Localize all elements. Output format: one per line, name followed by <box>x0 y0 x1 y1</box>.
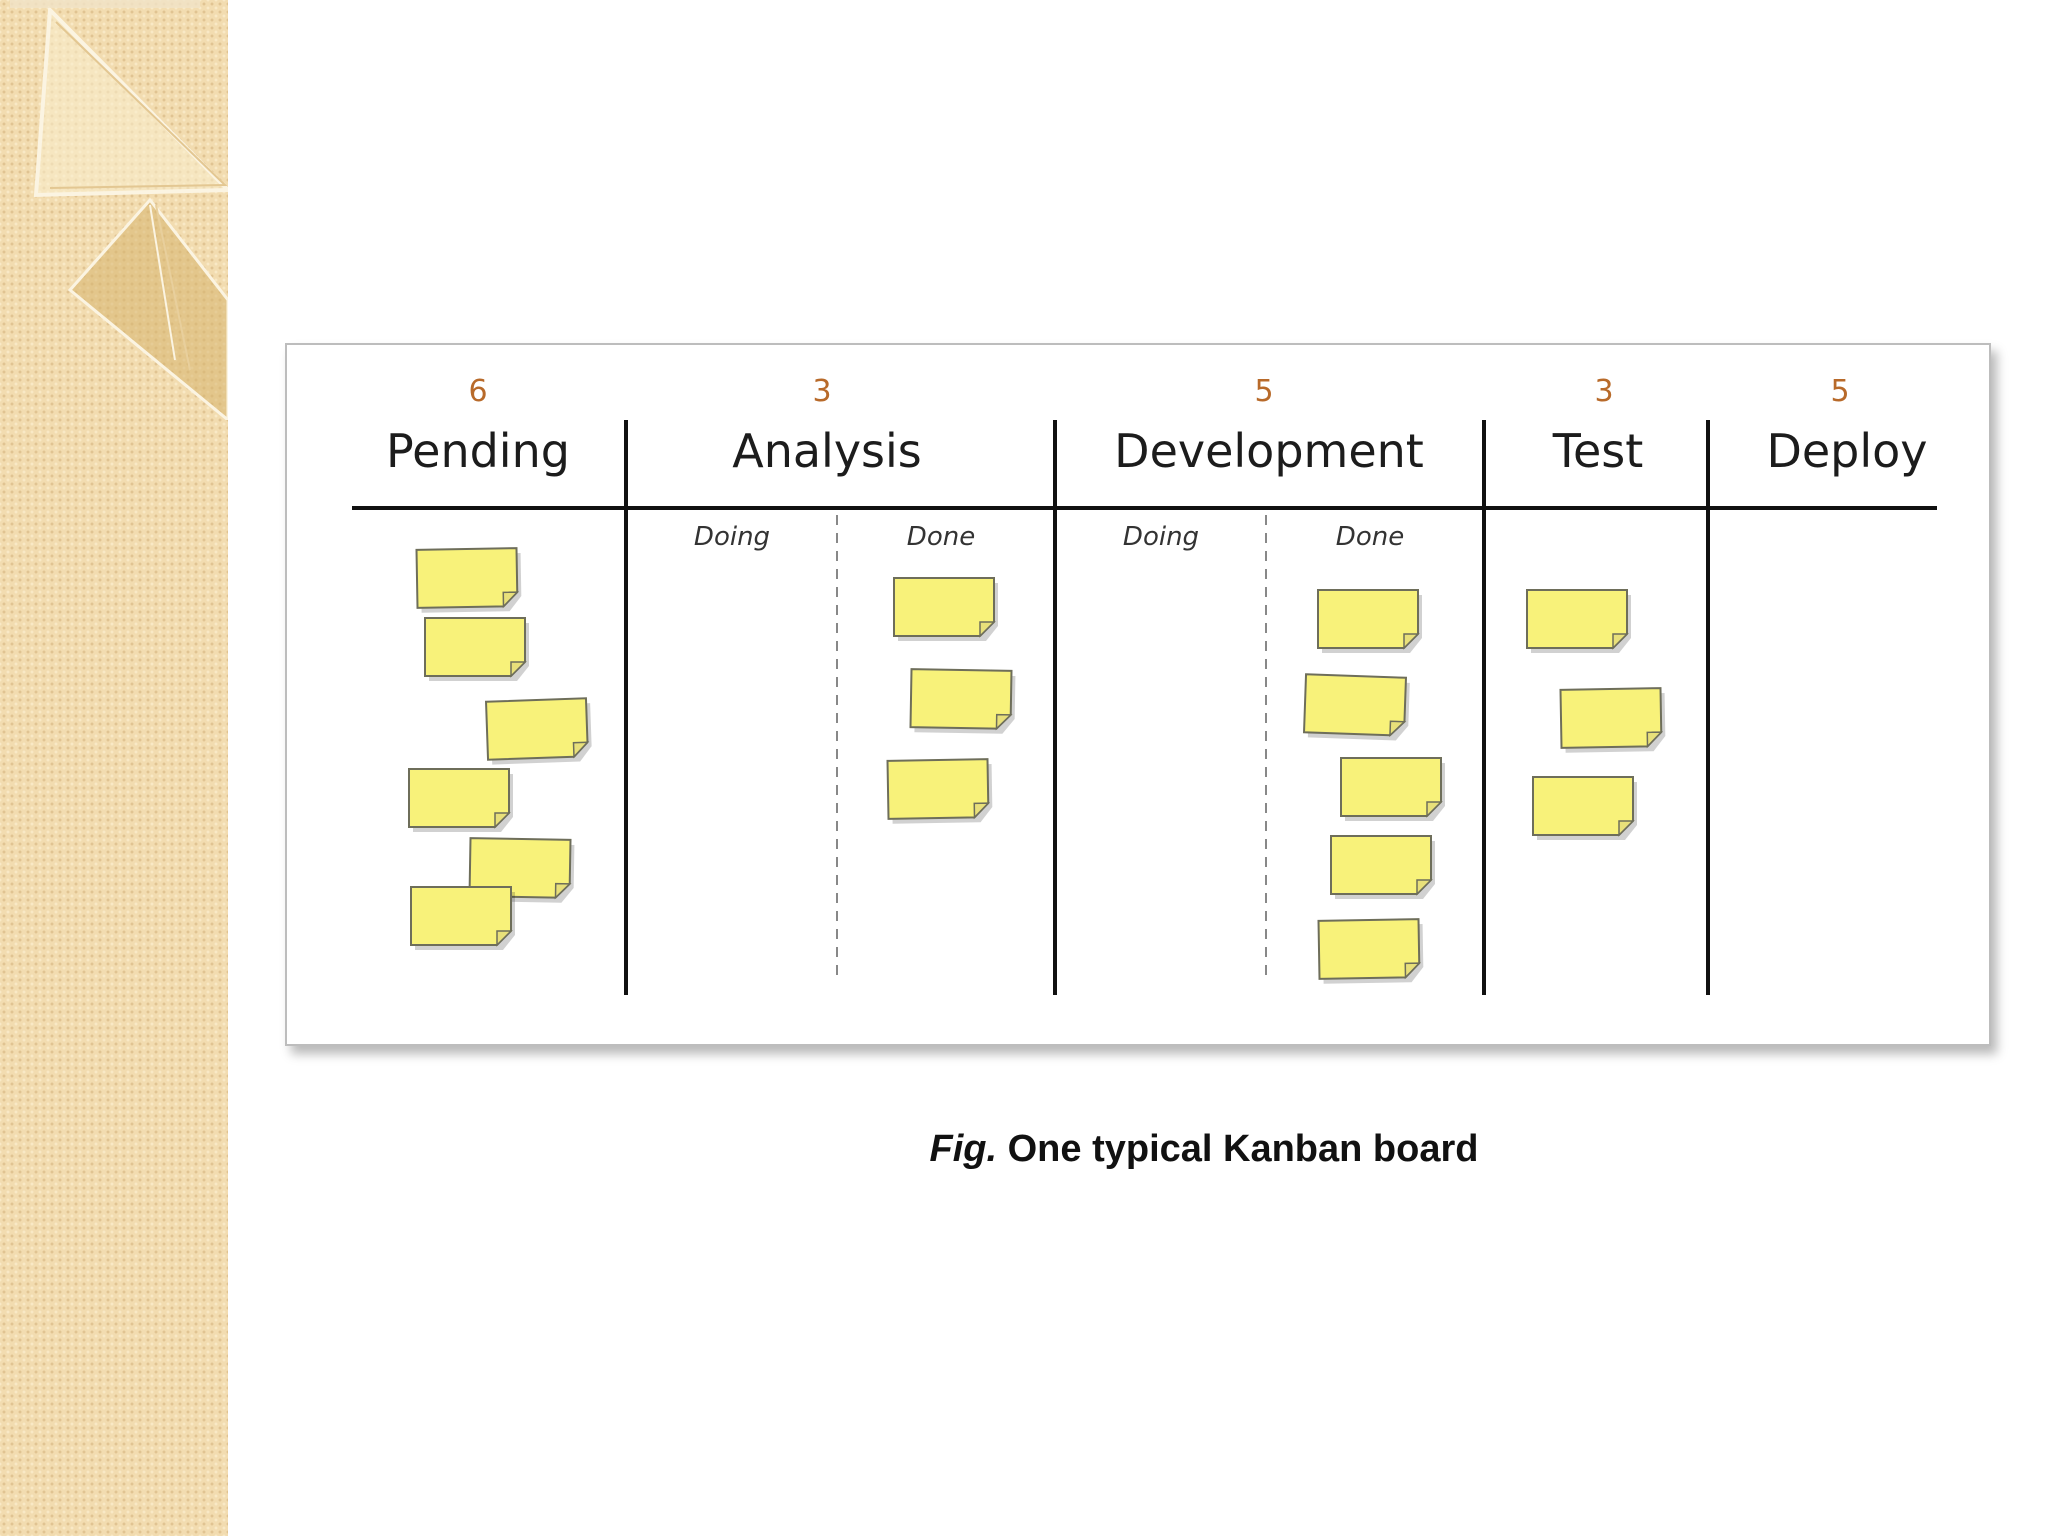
sticky-note <box>425 618 529 681</box>
analysis-wip-count: 3 <box>812 374 831 409</box>
sticky-note <box>1527 590 1631 653</box>
sticky-note <box>1341 758 1445 821</box>
sticky-note <box>1561 688 1666 753</box>
kanban-board-drawing: 6 3 5 3 5 Pending Analysis Development T… <box>287 345 1993 1048</box>
sticky-note <box>888 759 993 824</box>
sticky-note <box>411 887 515 950</box>
sticky-note <box>1318 590 1422 653</box>
decorative-side-panel <box>0 0 228 1536</box>
caption-fig-label: Fig. <box>930 1128 998 1170</box>
sticky-note <box>910 669 1015 734</box>
sticky-note <box>894 578 998 641</box>
development-column-title: Development <box>1114 424 1424 478</box>
development-done-label: Done <box>1336 522 1404 552</box>
sticky-note <box>1331 836 1435 899</box>
deploy-wip-count: 5 <box>1830 374 1849 409</box>
analysis-doing-label: Doing <box>694 522 770 552</box>
pending-column-title: Pending <box>386 424 570 478</box>
development-wip-count: 5 <box>1254 374 1273 409</box>
analysis-column-title: Analysis <box>732 424 922 478</box>
test-wip-count: 3 <box>1594 374 1613 409</box>
kanban-board: 6 3 5 3 5 Pending Analysis Development T… <box>285 343 1991 1046</box>
sticky-note <box>1319 919 1424 984</box>
deploy-column-title: Deploy <box>1766 424 1927 478</box>
analysis-done-label: Done <box>907 522 975 552</box>
sticky-note <box>1533 777 1637 840</box>
sticky-note <box>409 769 513 832</box>
test-column-title: Test <box>1552 424 1644 478</box>
development-doing-label: Doing <box>1123 522 1199 552</box>
pending-wip-count: 6 <box>468 374 487 409</box>
origami-triangles-decoration <box>0 0 228 420</box>
sticky-notes-layer <box>409 548 1666 984</box>
sticky-note <box>486 698 592 765</box>
caption-text: One typical Kanban board <box>1008 1128 1479 1170</box>
sticky-note <box>1304 674 1410 741</box>
figure-caption: Fig. One typical Kanban board <box>0 1128 2048 1171</box>
sticky-note <box>417 548 522 613</box>
